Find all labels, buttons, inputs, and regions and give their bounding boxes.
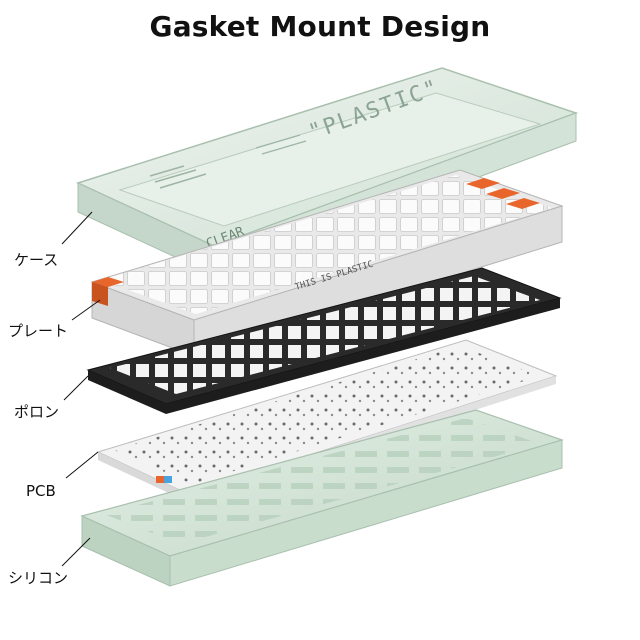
label-poron: ポロン [14, 403, 59, 421]
callouts: ケース プレート ポロン PCB シリコン [8, 211, 101, 587]
label-plate: プレート [8, 322, 68, 340]
case-vent-slots [149, 134, 307, 189]
pcb-connector-chip [156, 476, 172, 483]
pcb-leader-line [65, 451, 99, 479]
label-case: ケース [14, 251, 58, 269]
page-title: Gasket Mount Design [149, 10, 491, 43]
label-silicone: シリコン [8, 569, 68, 587]
plate-layer [86, 267, 562, 414]
poron-leader-line [63, 375, 89, 401]
orange-accent-keys [92, 178, 540, 306]
case-leader-line [61, 211, 93, 245]
label-pcb: PCB [26, 482, 56, 500]
silicone-layer [80, 409, 564, 587]
plate-leader-line [71, 299, 101, 321]
silicone-leader-line [61, 537, 91, 567]
